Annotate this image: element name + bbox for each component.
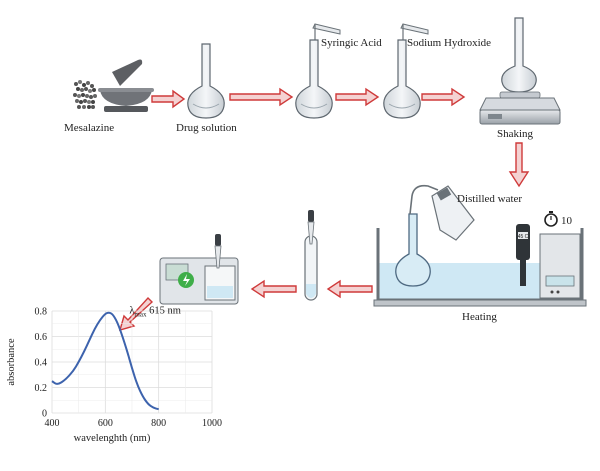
syringic-acid-label: Syringic Acid xyxy=(321,37,382,49)
absorbance-chart: 0 0.2 0.4 0.6 0.8 400 600 800 1000 wavelenghth (n… xyxy=(0,295,240,466)
sodium-hydroxide-label: Sodium Hydroxide xyxy=(407,37,491,49)
absorbance-series-line xyxy=(51,311,159,411)
y-tick-label: 0 xyxy=(42,409,47,420)
mesalazine-powder-icon xyxy=(73,80,97,109)
x-axis-label: wavelenghth (nm) xyxy=(74,433,151,444)
y-tick-label: 0.4 xyxy=(35,358,48,369)
flow-arrow-2 xyxy=(229,87,294,107)
y-axis-label: absorbance xyxy=(6,338,17,386)
volumetric-flask-icon xyxy=(295,39,333,119)
flow-arrow-7 xyxy=(250,279,297,299)
mortar-pestle-icon xyxy=(98,59,154,112)
flow-arrow-5 xyxy=(508,142,530,188)
absorbance-chart-svg: 0 0.2 0.4 0.6 0.8 400 600 800 1000 wavelenghth (n… xyxy=(6,305,222,444)
test-tube-icon xyxy=(304,235,318,301)
flow-arrow-4 xyxy=(421,87,466,107)
shaking-label: Shaking xyxy=(497,128,534,140)
heating-label: Heating xyxy=(462,311,497,323)
thermometer-icon xyxy=(516,224,530,286)
pipette-icon xyxy=(400,23,429,40)
heating-flask-icon xyxy=(395,213,431,287)
stopwatch-icon xyxy=(544,211,558,227)
x-tick-label: 1000 xyxy=(202,418,222,429)
timer-value: 10 xyxy=(561,215,573,227)
drug-solution-label: Drug solution xyxy=(176,122,237,134)
x-tick-label: 600 xyxy=(98,418,113,429)
thermometer-reading: 45 C xyxy=(518,234,529,240)
y-tick-label: 0.2 xyxy=(35,383,48,394)
lambda-subscript: max xyxy=(134,310,147,318)
dropper-icon xyxy=(307,210,315,245)
lambda-value: 615 nm xyxy=(146,305,180,316)
shaker-icon xyxy=(479,17,561,125)
lambda-symbol: λ xyxy=(129,305,135,316)
y-tick-label: 0.6 xyxy=(35,332,48,343)
distilled-water-label: Distilled water xyxy=(457,193,522,205)
volumetric-flask-icon xyxy=(383,39,421,119)
lambda-max-annotation: λmax 615 nm xyxy=(129,305,181,318)
x-tick-label: 800 xyxy=(151,418,166,429)
flow-arrow-1 xyxy=(151,89,186,109)
flow-arrow-6 xyxy=(326,279,373,299)
y-tick-label: 0.8 xyxy=(35,307,48,318)
wash-bottle-icon xyxy=(409,184,475,241)
pipette-icon xyxy=(312,23,341,40)
volumetric-flask-icon xyxy=(187,43,225,119)
x-tick-label: 400 xyxy=(45,418,60,429)
mesalazine-label: Mesalazine xyxy=(64,122,114,134)
flow-arrow-3 xyxy=(335,87,380,107)
spectrophotometer-icon xyxy=(159,234,239,305)
flow-arrow-8 xyxy=(118,296,154,332)
